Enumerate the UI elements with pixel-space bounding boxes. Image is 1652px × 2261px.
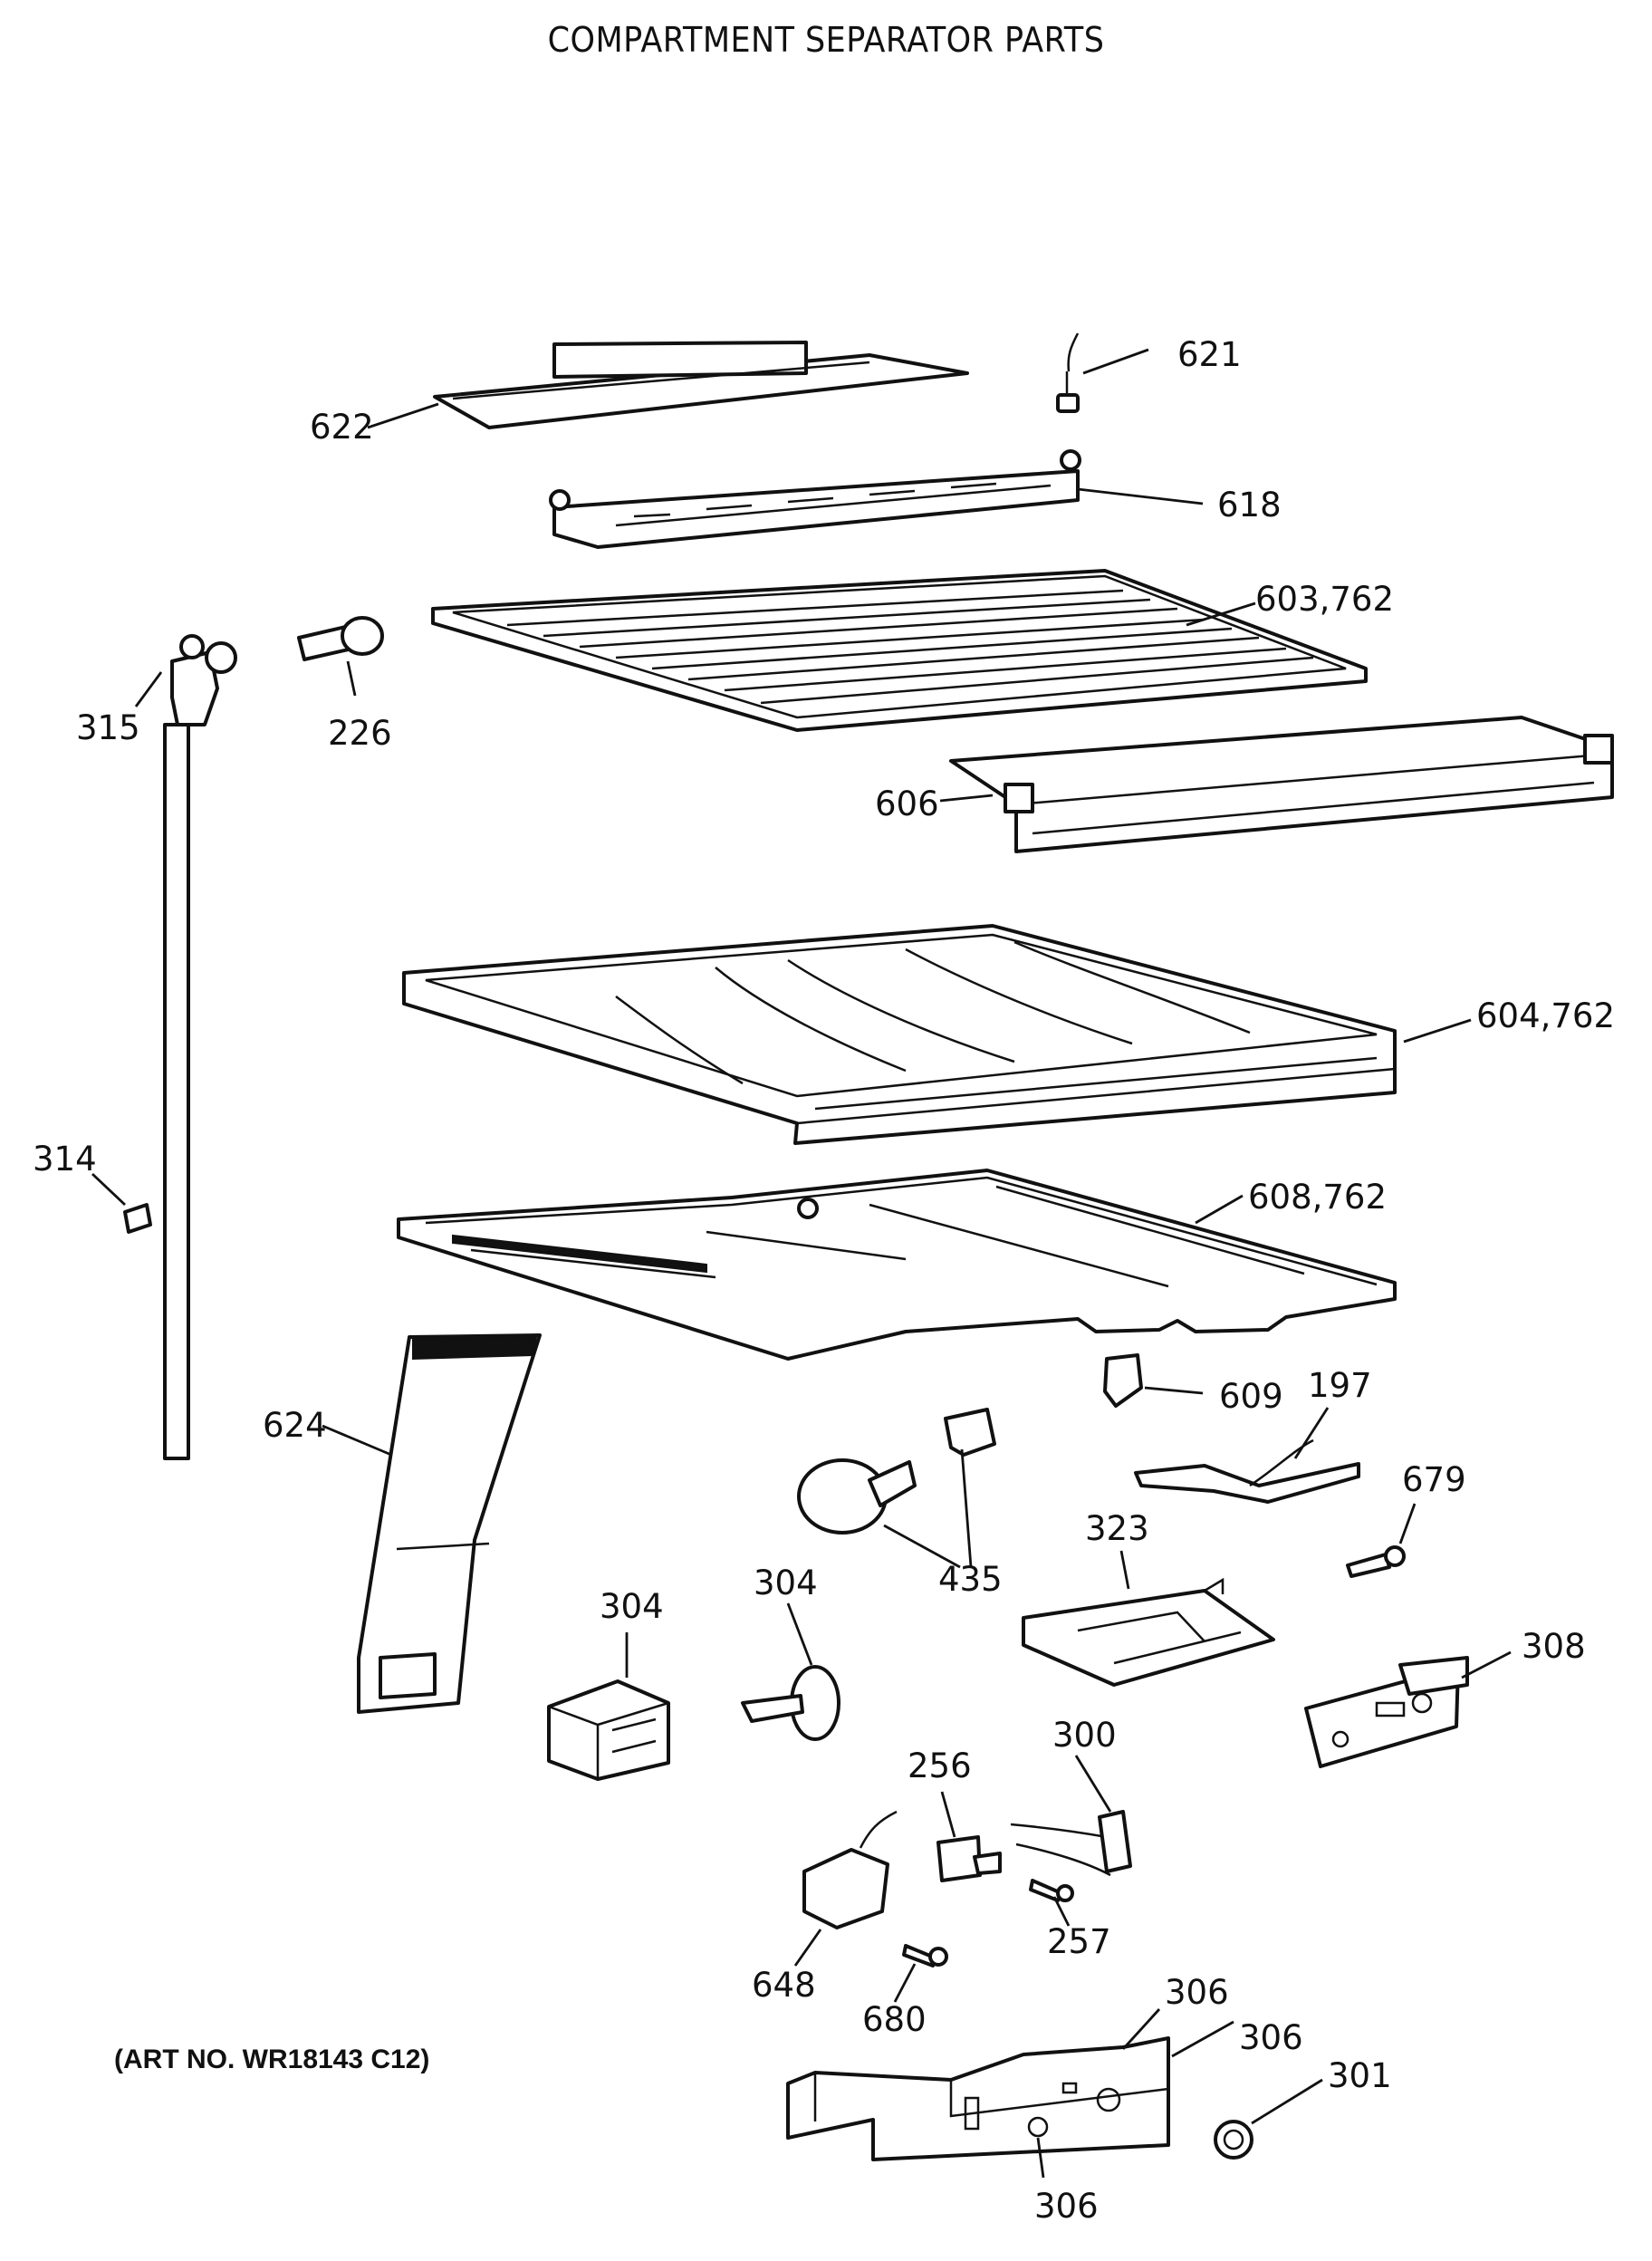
callout-314: 314: [33, 1140, 97, 1179]
callout-323: 323: [1085, 1509, 1149, 1548]
diagram-title: COMPARTMENT SEPARATOR PARTS: [547, 20, 1105, 60]
part-226-bushing: [297, 616, 384, 661]
callout-256: 256: [908, 1746, 972, 1785]
part-680-screw: [902, 1944, 948, 1968]
callout-606: 606: [875, 784, 939, 823]
art-number: (ART NO. WR18143 C12): [114, 2045, 430, 2074]
callout-624: 624: [263, 1406, 327, 1445]
part-306-bracket: [786, 2036, 1170, 2161]
part-323-housing: [1022, 1577, 1275, 1687]
callout-435: 435: [938, 1560, 1003, 1599]
callout-301: 301: [1328, 2056, 1392, 2095]
part-435-bulb: [797, 1408, 996, 1535]
part-679-screw: [1346, 1545, 1406, 1578]
part-618-rail: [549, 449, 1081, 549]
callout-304-knob: 304: [754, 1563, 818, 1602]
part-314-rod: [123, 723, 190, 1460]
callout-300: 300: [1052, 1716, 1117, 1755]
callout-labels: 621 622 618 603,762 315 226 606 604,762 …: [33, 335, 1615, 2226]
part-624-bracket: [357, 1333, 542, 1714]
part-604-cover: [402, 924, 1397, 1145]
part-621-wire: [1056, 332, 1080, 413]
callout-608-762: 608,762: [1248, 1178, 1387, 1217]
callout-197: 197: [1308, 1366, 1372, 1405]
part-308-plate: [1304, 1656, 1469, 1768]
callout-308: 308: [1522, 1627, 1586, 1666]
callout-315: 315: [76, 708, 140, 747]
part-622-cover: [433, 341, 969, 429]
part-256-switch: [936, 1835, 1002, 1882]
part-608-pan: [397, 1169, 1397, 1361]
part-648-motor: [802, 1810, 898, 1929]
callout-648: 648: [752, 1966, 816, 2005]
part-304-knob: [741, 1665, 840, 1741]
callout-618: 618: [1217, 486, 1282, 524]
callout-622: 622: [310, 408, 374, 447]
callout-306-top: 306: [1165, 1973, 1229, 2012]
leader-lines: [91, 348, 1512, 2179]
part-300-sensor: [1010, 1810, 1132, 1877]
callout-604-762: 604,762: [1476, 996, 1615, 1035]
callout-226: 226: [328, 714, 392, 753]
callout-306-right: 306: [1239, 2018, 1303, 2057]
callout-609: 609: [1219, 1377, 1283, 1416]
part-304-housing-block: [547, 1679, 670, 1781]
part-315-pivot: [170, 634, 237, 726]
callout-306-bottom: 306: [1034, 2187, 1099, 2226]
part-301-cap: [1214, 2120, 1253, 2160]
part-606-drawer-front: [949, 716, 1614, 853]
part-197-strip: [1134, 1438, 1360, 1504]
part-257-screw: [1029, 1879, 1074, 1902]
callout-621: 621: [1177, 335, 1242, 374]
callout-679: 679: [1402, 1460, 1466, 1499]
part-603-shelf: [431, 569, 1368, 732]
callout-304-housing: 304: [600, 1587, 664, 1626]
part-609-clip: [1103, 1353, 1143, 1408]
callout-680: 680: [862, 2000, 927, 2039]
callout-257: 257: [1047, 1922, 1111, 1961]
callout-603-762: 603,762: [1255, 580, 1394, 619]
